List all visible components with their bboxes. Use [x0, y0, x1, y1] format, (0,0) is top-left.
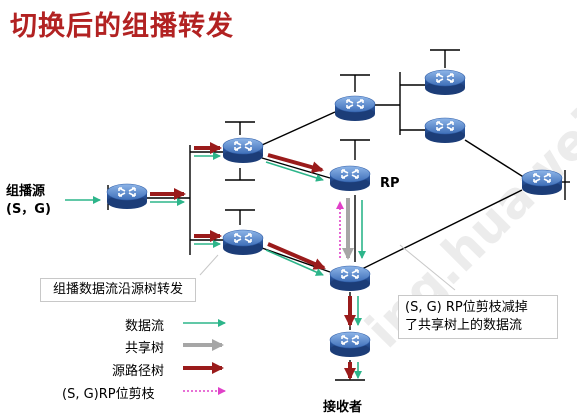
router-top-left: [222, 137, 264, 164]
source-label-line2: (S，G): [6, 202, 51, 217]
router-bottom-left: [222, 229, 264, 256]
router-receiver: [329, 331, 371, 358]
callout-right: (S, G) RP位剪枝减掉 了共享树上的数据流: [398, 295, 558, 339]
page-title: 切换后的组播转发: [10, 11, 234, 42]
callout-left: 组播数据流沿源树转发: [40, 278, 197, 302]
source-label-line1: 组播源: [6, 184, 46, 199]
receiver-label: 接收者: [323, 400, 363, 415]
network-links: [107, 49, 570, 381]
callout-right-line2: 了共享树上的数据流: [405, 318, 523, 333]
router-rp: [329, 165, 371, 192]
callout-right-leader: [399, 244, 456, 291]
data-flows: [65, 152, 366, 379]
callout-right-line1: (S, G) RP位剪枝减掉: [405, 300, 528, 315]
legend-source-tree-label: 源路径树: [112, 364, 165, 379]
rp-label: RP: [380, 176, 400, 191]
router-receiver-side: [329, 265, 371, 292]
legend-shared-tree-label: 共享树: [125, 341, 165, 356]
source-tree-flows: [150, 142, 356, 380]
router-source: [106, 183, 148, 210]
router-far-right: [521, 169, 563, 196]
callout-left-text: 组播数据流沿源树转发: [53, 282, 184, 297]
router-right-middle: [424, 117, 466, 144]
router-upper-middle: [334, 95, 376, 122]
callout-left-leader: [199, 254, 219, 276]
legend-rp-prune-label: (S, G)RP位剪枝: [62, 387, 155, 402]
router-top-right: [424, 69, 466, 96]
legend-data-flow-label: 数据流: [125, 319, 165, 334]
